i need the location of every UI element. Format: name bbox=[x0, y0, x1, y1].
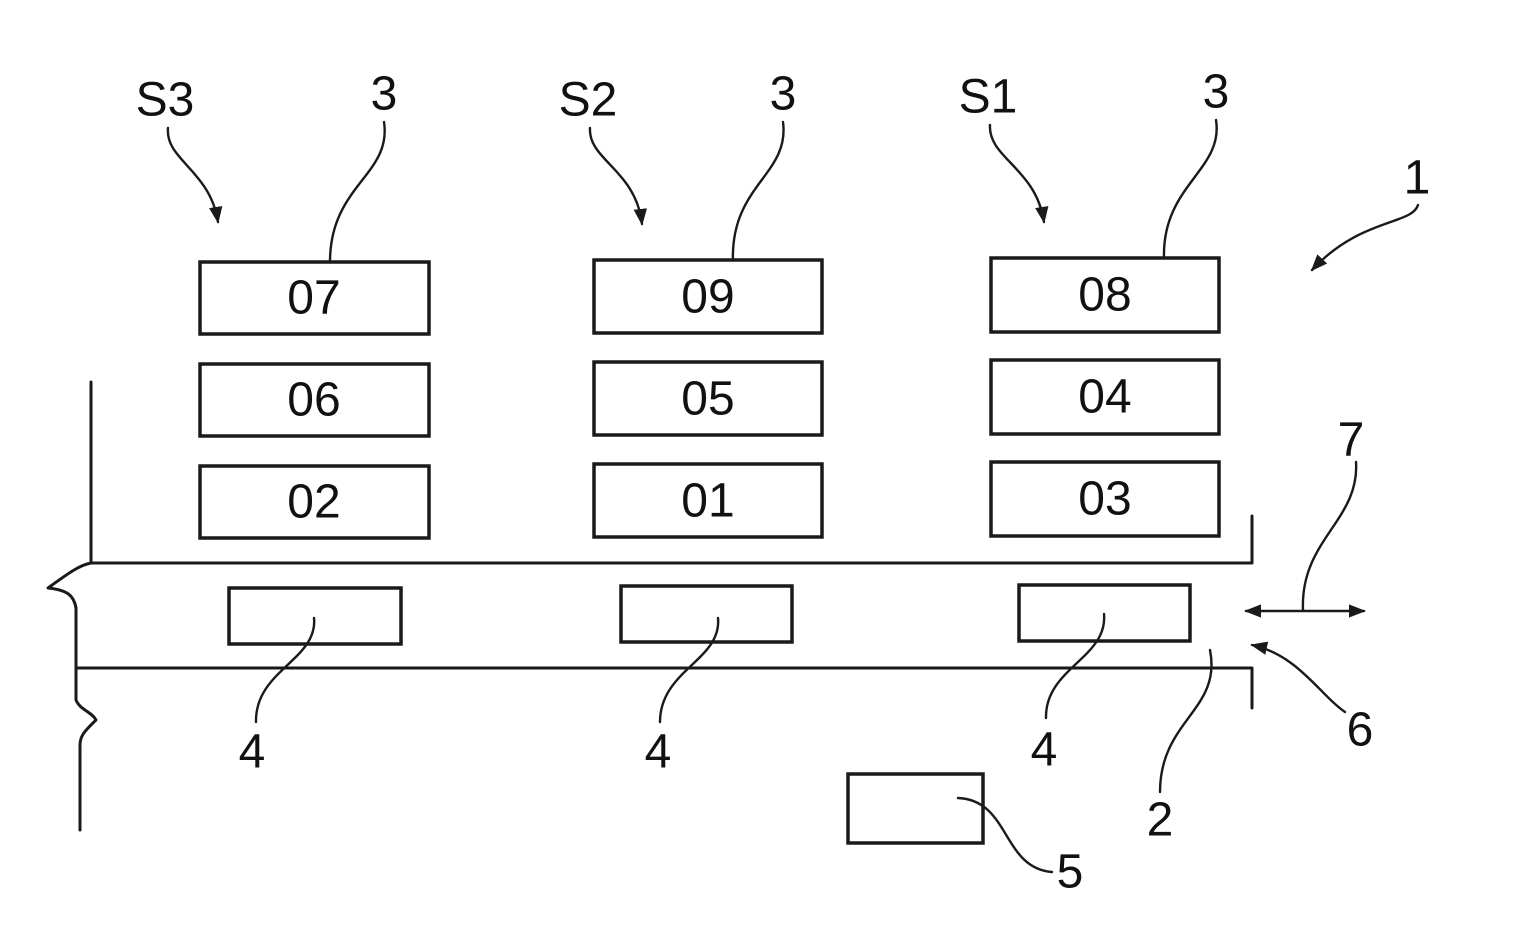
stack-s3-bin-ref: 3 bbox=[371, 68, 398, 121]
rail-leader bbox=[1160, 650, 1212, 792]
bin-label: 07 bbox=[287, 272, 340, 325]
stack-s3-ref-leader bbox=[330, 122, 385, 262]
stack-label-s2: S2 bbox=[559, 74, 618, 127]
station-ref: 5 bbox=[1057, 846, 1084, 899]
bin-label: 02 bbox=[287, 476, 340, 529]
system-arrow bbox=[1312, 205, 1418, 270]
rail-ref: 2 bbox=[1147, 794, 1174, 847]
stack-s3: S3 3 07 06 02 bbox=[136, 68, 429, 539]
vehicle-box bbox=[621, 586, 792, 642]
stack-s2-ref-leader bbox=[733, 122, 784, 262]
station: 5 bbox=[848, 774, 1083, 899]
stack-s1-arrow bbox=[990, 125, 1044, 222]
station-box bbox=[848, 774, 983, 843]
stack-s1: S1 3 08 04 03 bbox=[959, 66, 1230, 537]
vehicle-ref: 4 bbox=[1031, 724, 1058, 777]
stack-label-s3: S3 bbox=[136, 74, 195, 127]
stack-s3-arrow bbox=[168, 128, 218, 222]
stack-label-s1: S1 bbox=[959, 71, 1018, 124]
opening-arrow bbox=[1252, 645, 1345, 712]
bin-label: 03 bbox=[1078, 473, 1131, 526]
bin-label: 06 bbox=[287, 374, 340, 427]
opening-ref: 6 bbox=[1347, 704, 1374, 757]
left-wall-lower bbox=[76, 608, 96, 830]
stack-s1-ref-leader bbox=[1164, 120, 1217, 258]
stack-s2-arrow bbox=[590, 128, 642, 224]
bin-label: 04 bbox=[1078, 371, 1131, 424]
vehicles: 4 4 4 bbox=[229, 585, 1190, 779]
bin-label: 05 bbox=[681, 373, 734, 426]
stack-s2: S2 3 09 05 01 bbox=[559, 68, 822, 538]
break-symbol-top bbox=[48, 563, 91, 608]
motion-ref: 7 bbox=[1338, 414, 1365, 467]
vehicle-ref: 4 bbox=[239, 726, 266, 779]
bin-label: 01 bbox=[681, 475, 734, 528]
bin-label: 08 bbox=[1078, 269, 1131, 322]
motion-leader bbox=[1303, 462, 1356, 610]
bin-label: 09 bbox=[681, 271, 734, 324]
stack-s1-bin-ref: 3 bbox=[1203, 66, 1230, 119]
vehicle-ref: 4 bbox=[645, 726, 672, 779]
vehicle-box bbox=[229, 588, 401, 644]
stack-s2-bin-ref: 3 bbox=[770, 68, 797, 121]
system-ref: 1 bbox=[1404, 152, 1431, 205]
